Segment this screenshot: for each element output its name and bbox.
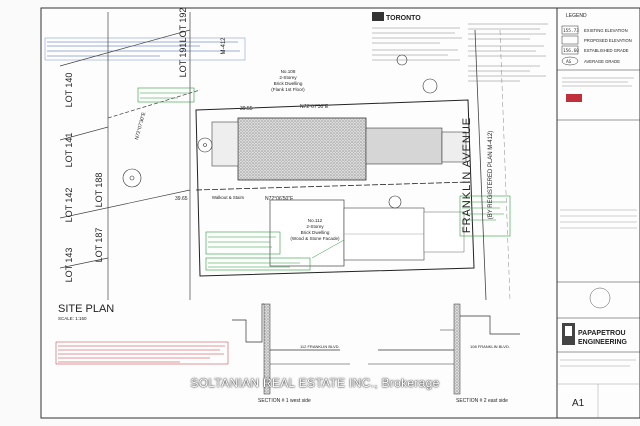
walkout-label: Walkout & Stairs	[212, 195, 245, 200]
dimension-top: 39.55	[240, 106, 253, 112]
legend-label: PROPOSED ELEVATION	[584, 38, 632, 43]
lot-label: LOT 192	[178, 8, 188, 43]
legend: LEGEND 155.73 EXISTING ELEVATION PROPOSE…	[561, 13, 632, 66]
section-1-title: SECTION # 1 west side	[258, 398, 311, 404]
section-1: 112 FRANKLIN BLVD. SECTION # 1 west side	[232, 303, 350, 404]
legend-title: LEGEND	[566, 13, 587, 19]
tree-symbols	[122, 54, 438, 209]
firm-name-line1: PAPAPETROU	[578, 330, 626, 337]
bearing-top: N72°07'30"E	[300, 104, 329, 110]
lot-label: LOT 188	[94, 173, 104, 208]
section-2-label: 108 FRANKLIN BLVD.	[470, 344, 510, 349]
firm-name-line2: ENGINEERING	[578, 339, 628, 346]
city-logo: TORONTO	[386, 15, 421, 22]
house-desc: (Flank 1st Floor)	[271, 87, 305, 92]
legend-swatch	[561, 25, 579, 35]
section-2: 108 FRANKLIN BLVD. SECTION # 2 east side	[368, 303, 520, 404]
plan-ref: M-412	[221, 37, 227, 55]
lot-label-group: LOT 140 LOT 141 LOT 142 LOT 143 LOT 187 …	[64, 8, 188, 283]
brokerage-watermark: SOLTANIAN REAL ESTATE INC., Brokerage	[190, 376, 440, 390]
drawing-title: SITE PLAN	[58, 303, 114, 315]
lot-lines	[59, 12, 201, 300]
drawing-scale: SCALE: 1:150	[58, 316, 87, 321]
street-plan: (BY REGISTERED PLAN M-412)	[488, 131, 494, 220]
legend-code: AG	[566, 59, 572, 65]
dimension-bottom: 39.65	[175, 196, 188, 202]
legend-code: 155.73	[563, 28, 579, 34]
legend-label: EXISTING ELEVATION	[584, 28, 628, 33]
lot-label: LOT 191	[178, 43, 188, 78]
legend-label: AVERAGE GRADE	[584, 59, 620, 64]
street-area: FRANKLIN AVENUE (BY REGISTERED PLAN M-41…	[221, 29, 511, 301]
house-desc: 2-Storey	[279, 75, 297, 80]
lot-label: LOT 141	[64, 133, 74, 168]
legend-code: 156.60	[563, 48, 579, 54]
legend-swatch	[561, 35, 579, 45]
lot-label: LOT 187	[94, 228, 104, 263]
house-number: No.108	[281, 69, 296, 74]
sheet-number: A1	[572, 398, 585, 409]
house-desc: (Wood & Stone Facade)	[290, 236, 340, 241]
house-desc: 2-Storey	[306, 224, 324, 229]
legend-swatch	[561, 56, 579, 66]
engineer-stamp	[589, 287, 611, 309]
legend-label: ESTABLISHED GRADE	[584, 48, 629, 53]
green-notes	[137, 87, 511, 271]
title-block: PAPAPETROU ENGINEERING A1	[557, 69, 640, 418]
bearing-bottom: N72°06'50"E	[265, 196, 294, 202]
red-note	[55, 341, 229, 365]
lot-label: LOT 142	[64, 188, 74, 223]
street-name: FRANKLIN AVENUE	[461, 117, 473, 233]
lot-label: LOT 143	[64, 248, 74, 283]
legend-swatch	[561, 45, 579, 55]
house-112-label: No.112 2-Storey Brick Dwelling (Wood & S…	[290, 218, 340, 241]
house-108-label: No.108 2-Storey Brick Dwelling (Flank 1s…	[271, 69, 305, 92]
top-right-notes: TORONTO	[372, 12, 548, 82]
house-desc: Brick Dwelling	[301, 230, 330, 235]
house-number: No.112	[308, 218, 323, 223]
section-1-label: 112 FRANKLIN BLVD.	[300, 344, 340, 349]
house-112-footprint	[269, 199, 465, 267]
red-logo-mark	[566, 94, 582, 102]
house-desc: Brick Dwelling	[274, 81, 303, 86]
top-notes	[44, 37, 246, 61]
house-108-footprint	[211, 117, 467, 181]
lot-label: LOT 140	[64, 73, 74, 108]
section-2-title: SECTION # 2 east side	[456, 398, 508, 404]
